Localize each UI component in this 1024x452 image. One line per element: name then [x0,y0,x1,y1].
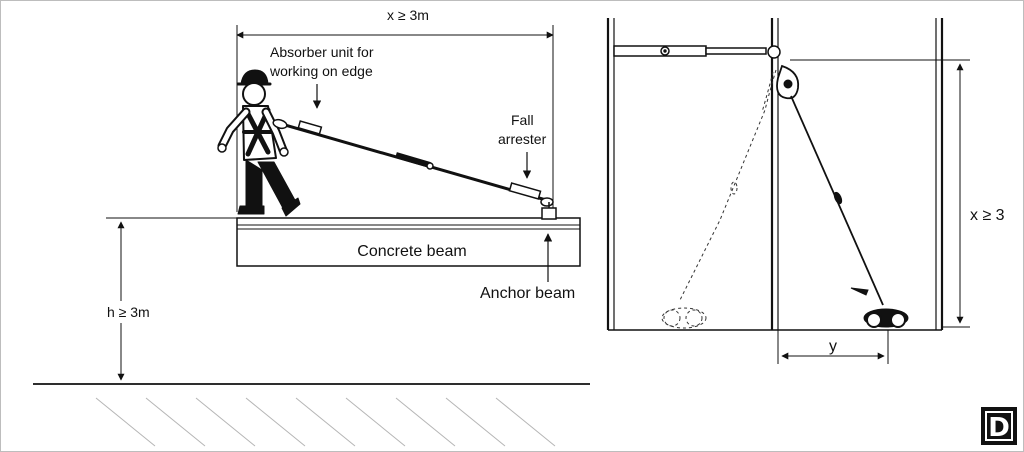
ground-hatching [95,397,556,447]
absorber-label-line1: Absorber unit for [270,44,374,60]
anchor-beam-label: Anchor beam [480,285,575,302]
section-badge-letter: D [988,413,1010,443]
concrete-beam: Concrete beam [236,217,581,267]
swing-path-ghost [661,69,777,329]
swing-dimension: y [777,330,889,364]
right-panel: x ≥ 3 y [606,18,1005,364]
anchor-carabiner [540,197,554,207]
clearance-top-label: x ≥ 3m [387,7,429,23]
lanyard-link [426,162,434,170]
structure-columns [606,18,944,331]
lanyard-assembly [272,118,554,207]
energy-absorber [297,120,323,135]
swing-label: y [829,338,837,355]
left-panel: x ≥ 3m Absorber unit for working on edge… [33,7,590,447]
fall-arrester-device [508,182,542,200]
swing-lanyard [790,95,884,306]
fallen-worker [863,308,909,328]
clearance-right-label: x ≥ 3 [970,207,1005,224]
right-clearance-dimension: x ≥ 3 [790,59,1005,328]
height-label-overlay: h ≥ 3m [107,304,150,320]
worker-figure [217,69,301,217]
anchor-bracket [541,202,557,220]
absorber-label-line2: working on edge [269,63,373,79]
self-retracting-block [767,45,800,100]
fall-arrester-label-line1: Fall [511,112,534,128]
fall-arrester-label-line2: arrester [498,131,547,147]
concrete-beam-label: Concrete beam [357,243,466,260]
section-badge: D [981,407,1017,445]
top-clearance-dimension: x ≥ 3m [236,7,554,212]
harness-connector [272,118,288,130]
anchor-rail [613,45,767,57]
